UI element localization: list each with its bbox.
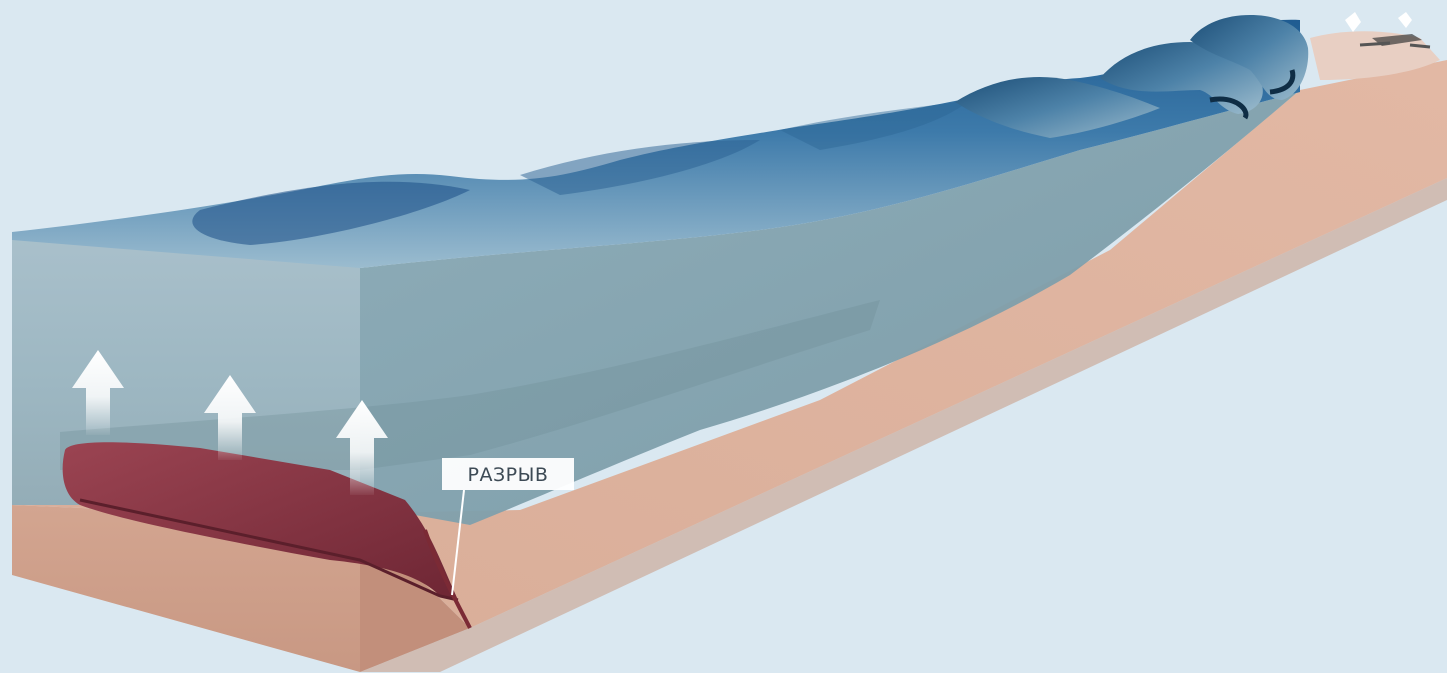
- fault-label-text: РАЗРЫВ: [468, 464, 549, 486]
